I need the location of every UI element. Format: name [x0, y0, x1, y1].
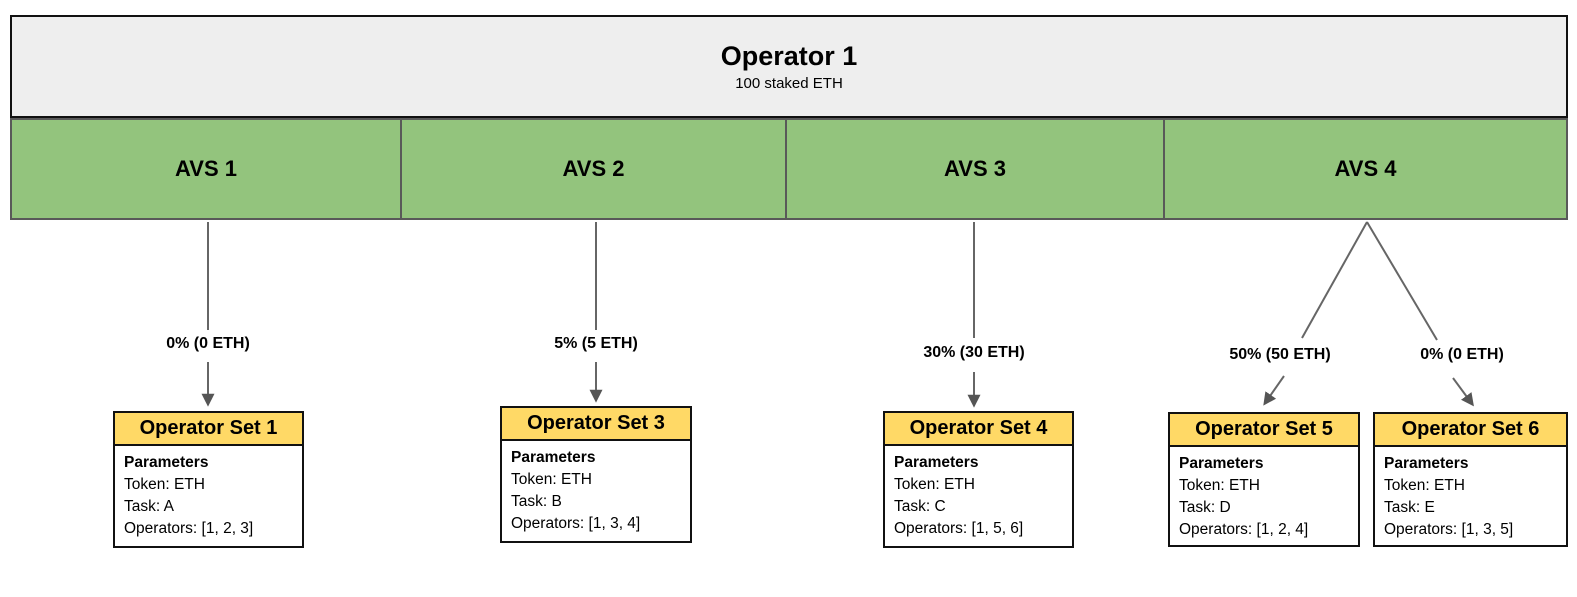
arrow-avs4-left-head [1263, 375, 1285, 406]
token-line: Token: ETH [1179, 477, 1260, 494]
avs-cell-4: AVS 4 [1163, 118, 1568, 220]
task-line: Task: C [894, 498, 946, 515]
operator-set-4-box: Operator Set 4 Parameters Token: ETH Tas… [883, 411, 1074, 548]
token-line: Token: ETH [124, 476, 205, 493]
task-line: Task: E [1384, 499, 1435, 516]
parameters-heading: Parameters [1179, 455, 1264, 472]
parameters-heading: Parameters [1384, 455, 1469, 472]
token-line: Token: ETH [894, 476, 975, 493]
operators-line: Operators: [1, 2, 4] [1179, 521, 1309, 538]
allocation-label-avs4-right: 0% (0 ETH) [1417, 346, 1507, 364]
operator-set-6-title: Operator Set 6 [1375, 414, 1566, 447]
operator-set-5-box: Operator Set 5 Parameters Token: ETH Tas… [1168, 412, 1360, 547]
operator-set-6-box: Operator Set 6 Parameters Token: ETH Tas… [1373, 412, 1568, 547]
operators-line: Operators: [1, 2, 3] [124, 520, 254, 537]
token-line: Token: ETH [1384, 477, 1465, 494]
task-line: Task: A [124, 498, 174, 515]
allocation-label-avs2: 5% (5 ETH) [551, 335, 641, 353]
arrow-avs4-left-top [1301, 221, 1368, 339]
avs-2-label: AVS 2 [562, 156, 625, 181]
parameters-heading: Parameters [124, 454, 209, 471]
arrow-avs4-right-top [1366, 221, 1438, 341]
allocation-label-avs4-left: 50% (50 ETH) [1226, 346, 1334, 364]
avs-4-label: AVS 4 [1334, 156, 1397, 181]
task-line: Task: B [511, 493, 562, 510]
avs-1-label: AVS 1 [175, 156, 237, 181]
operators-line: Operators: [1, 5, 6] [894, 520, 1024, 537]
operator-title: Operator 1 [720, 41, 858, 72]
operator-set-3-title: Operator Set 3 [502, 408, 690, 441]
operator-stake: 100 staked ETH [735, 74, 843, 92]
operator-set-1-box: Operator Set 1 Parameters Token: ETH Tas… [113, 411, 304, 548]
avs-3-label: AVS 3 [944, 156, 1006, 181]
arrow-avs4-right-head [1452, 377, 1474, 407]
avs-cell-3: AVS 3 [785, 118, 1165, 220]
operator-set-1-title: Operator Set 1 [115, 413, 302, 446]
parameters-heading: Parameters [894, 454, 979, 471]
avs-cell-2: AVS 2 [400, 118, 787, 220]
token-line: Token: ETH [511, 471, 592, 488]
operator-set-4-title: Operator Set 4 [885, 413, 1072, 446]
operator-set-3-box: Operator Set 3 Parameters Token: ETH Tas… [500, 406, 692, 543]
operators-line: Operators: [1, 3, 5] [1384, 521, 1514, 538]
operator-box: Operator 1 100 staked ETH [10, 15, 1568, 118]
allocation-label-avs3: 30% (30 ETH) [920, 344, 1028, 362]
parameters-heading: Parameters [511, 449, 596, 466]
operator-set-5-title: Operator Set 5 [1170, 414, 1358, 447]
task-line: Task: D [1179, 499, 1231, 516]
operators-line: Operators: [1, 3, 4] [511, 515, 641, 532]
allocation-label-avs1: 0% (0 ETH) [163, 335, 253, 353]
avs-cell-1: AVS 1 [10, 118, 402, 220]
